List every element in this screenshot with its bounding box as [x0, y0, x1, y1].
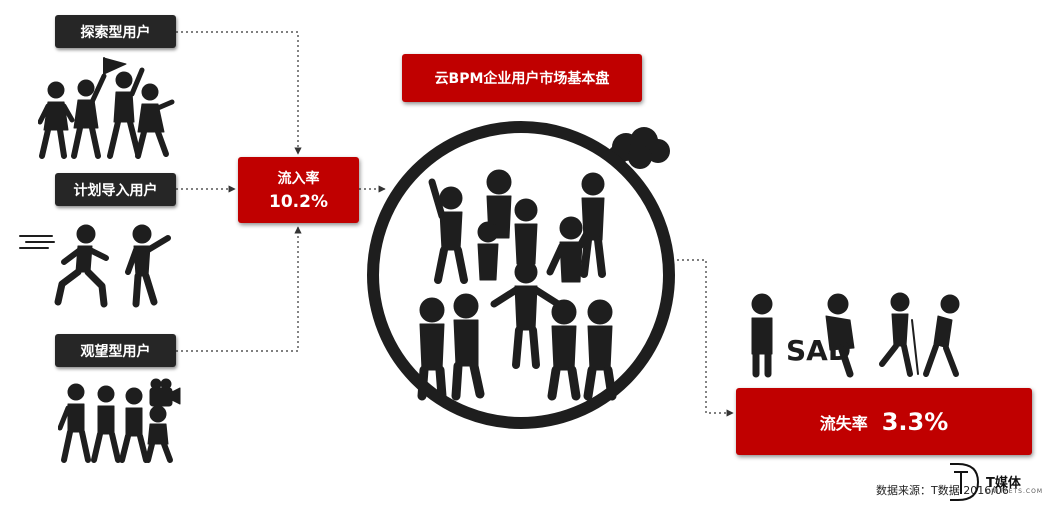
market-title-box: 云BPM企业用户市场基本盘	[402, 54, 642, 102]
label-planned-users: 计划导入用户	[55, 173, 176, 206]
t-media-logo-icon	[950, 463, 980, 501]
label-explore-users-text: 探索型用户	[80, 24, 151, 41]
churn-rate-box: 流失率 3.3%	[736, 388, 1032, 455]
user-base-circle-icon	[367, 121, 675, 429]
logo-name: T媒体	[986, 476, 1021, 491]
logo-subtitle: CNITPETS.COM	[986, 488, 1043, 495]
connector-watch	[176, 226, 302, 352]
market-title-text: 云BPM企业用户市场基本盘	[434, 71, 610, 87]
churn-rate-value: 3.3%	[881, 407, 949, 436]
planned-runners-icon	[19, 224, 171, 308]
inflow-rate-label: 流入率	[277, 171, 320, 187]
inflow-rate-box: 流入率 10.2%	[238, 157, 359, 223]
explorer-group-icon	[38, 57, 175, 159]
churned-users-icon: SAD	[751, 292, 960, 378]
label-watch-users-text: 观望型用户	[80, 343, 151, 360]
inflow-rate-value: 10.2%	[269, 192, 328, 212]
churn-rate-label: 流失率	[819, 413, 868, 433]
label-explore-users: 探索型用户	[55, 15, 176, 48]
watch-group-icon	[58, 378, 181, 463]
connector-churn	[672, 259, 734, 417]
label-planned-users-text: 计划导入用户	[73, 182, 158, 199]
sad-text: SAD	[786, 334, 851, 367]
connector-explore	[176, 31, 302, 155]
label-watch-users: 观望型用户	[55, 334, 176, 367]
